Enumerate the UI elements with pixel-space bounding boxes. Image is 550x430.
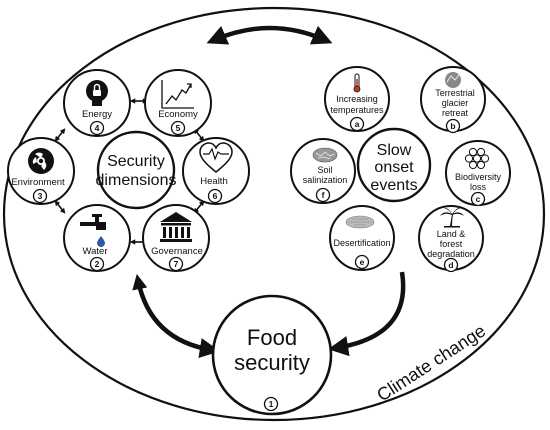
government-building-icon [160,212,192,242]
line-chart-icon [161,80,194,109]
svg-text:dimensions: dimensions [96,172,177,189]
svg-text:forest: forest [440,239,463,249]
svg-text:Desertification: Desertification [333,238,390,248]
glacier-icon [445,72,461,88]
svg-text:e: e [360,257,365,267]
svg-text:loss: loss [470,182,487,192]
svg-text:Soil: Soil [317,165,332,175]
recycle-globe-icon [28,148,54,174]
desertification-node: Desertification e [329,205,395,271]
svg-text:Health: Health [200,176,227,187]
energy-environment-connector [54,128,66,142]
svg-text:Food: Food [247,325,297,350]
svg-text:Land &: Land & [437,229,466,239]
climate-change-label: Climate change [373,320,489,405]
security-dimensions-center: Security dimensions [96,130,177,210]
environment-water-connector [54,200,66,214]
svg-text:glacier: glacier [442,98,469,108]
soil-salinization-node: Soil salinization f [290,138,356,204]
svg-text:4: 4 [95,123,100,133]
biodiversity-node: Biodiversity loss c [445,140,511,207]
svg-text:retreat: retreat [442,108,469,118]
slow-onset-center: Slow onset events [356,127,432,203]
economy-node: Economy 5 [144,69,212,137]
top-double-arrow [206,25,333,45]
food-security-node: Food security 1 [211,294,333,416]
svg-text:temperatures: temperatures [330,105,384,115]
environment-node: Environment 3 [7,137,75,205]
svg-text:1: 1 [269,399,274,409]
svg-text:c: c [476,194,481,204]
svg-text:Energy: Energy [82,109,112,120]
svg-text:salinization: salinization [303,175,348,185]
water-tap-icon [80,214,106,247]
temperatures-node: Increasing temperatures a [324,66,390,132]
svg-text:a: a [355,119,360,129]
svg-text:Security: Security [107,153,165,170]
governance-node: Governance 7 [142,204,210,272]
svg-text:Terrestrial: Terrestrial [435,88,475,98]
slow-onset-to-food-arrow [327,271,406,357]
health-governance-connector [193,200,205,214]
svg-text:3: 3 [38,191,43,201]
svg-text:Water: Water [83,246,108,257]
svg-text:f: f [322,190,325,200]
svg-text:onset: onset [374,159,414,176]
biodiversity-icon [464,147,490,170]
salt-crust-icon [312,147,338,163]
svg-text:degradation: degradation [427,249,475,259]
security-to-food-arrow [132,273,220,359]
svg-text:security: security [234,350,310,375]
svg-text:Governance: Governance [151,246,203,257]
land-forest-node: Land & forest degradation d [418,205,484,273]
svg-text:Slow: Slow [377,142,412,159]
svg-text:Increasing: Increasing [336,94,378,104]
glacier-node: Terrestrial glacier retreat b [420,66,486,134]
svg-text:2: 2 [95,259,100,269]
svg-text:Biodiversity: Biodiversity [455,172,502,182]
svg-text:Environment: Environment [11,177,65,188]
lightbulb-lock-icon [86,80,108,106]
svg-text:Economy: Economy [158,109,198,120]
energy-node: Energy 4 [63,69,131,137]
svg-text:d: d [448,260,453,270]
svg-text:events: events [370,177,417,194]
health-node: Health 6 [182,137,250,205]
svg-text:6: 6 [213,191,218,201]
svg-text:5: 5 [176,123,181,133]
economy-health-connector [193,128,205,142]
climate-change-boundary [2,6,546,422]
palm-tree-icon [440,207,464,228]
svg-text:7: 7 [174,259,179,269]
water-node: Water 2 [63,204,131,272]
desert-texture-icon [345,215,375,229]
thermometer-icon [353,73,361,93]
heart-pulse-icon [199,142,233,173]
svg-text:b: b [450,121,455,131]
